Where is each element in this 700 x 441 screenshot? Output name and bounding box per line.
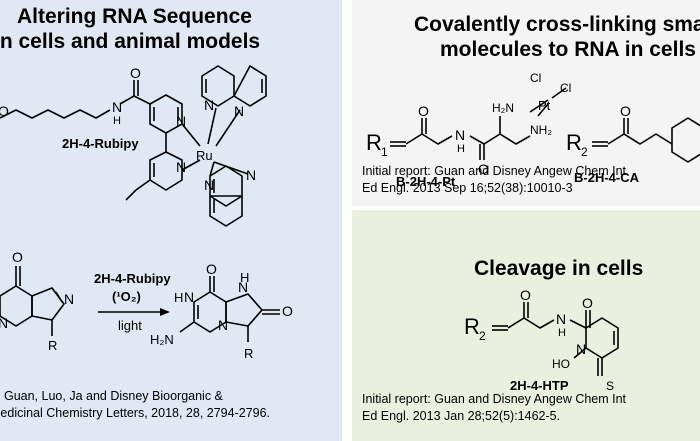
- pyridine-n-upper: N: [176, 113, 186, 129]
- bipy-n-top: N: [234, 103, 244, 119]
- alkyl-chain: [0, 109, 111, 119]
- label-2h-4-htp: 2H-4-HTP: [510, 378, 569, 393]
- left-citation-line2: Medicinal Chemistry Letters, 2018, 28, 2…: [0, 406, 271, 420]
- product-carbonyl-o: O: [206, 261, 217, 277]
- tr-citation-line2: Ed Engl. 2013 Sep 16;52(38):10010-3: [362, 181, 573, 195]
- product-amine: H₂N: [150, 332, 174, 347]
- br-structures: R 2 O N H O N HO S 2H-4-HTP: [464, 287, 619, 393]
- bipy-n-top-2: N: [204, 97, 214, 113]
- product-oxo-o: O: [282, 303, 293, 319]
- br-title: Cleavage in cells: [474, 257, 644, 280]
- pt-nh2: NH₂: [530, 123, 552, 137]
- reactant-n-ring: N: [0, 315, 8, 331]
- bipy-ring-d: [209, 195, 243, 227]
- bipy-ring-b: [233, 65, 267, 107]
- tr-structures: R 1 O N H O H₂N Pt Cl Cl NH₂ B-2H-4-Pt R…: [366, 71, 700, 189]
- amide-o: O: [130, 65, 141, 81]
- r2-subscript: 2: [581, 145, 588, 159]
- left-citation-line1: Guan, Luo, Ja and Disney Bioorganic &: [4, 389, 223, 403]
- br-citation-line2: Ed Engl. 2013 Jan 28;52(5):1462-5.: [362, 409, 561, 423]
- pt-chloride-2: Cl: [560, 81, 571, 95]
- left-title-line1: Altering RNA Sequence: [17, 5, 252, 28]
- ruthenium-label: Ru: [196, 148, 213, 163]
- reaction-reagent: 2H-4-Rubipy: [94, 271, 171, 286]
- pt-h2n-plus: H₂N: [492, 101, 514, 115]
- product-nh-h: H: [174, 290, 183, 305]
- pt-chloride-1: Cl: [530, 71, 541, 85]
- reactant-n-imidazole: N: [64, 291, 74, 307]
- tr-title-line1: Covalently cross-linking small: [414, 13, 700, 36]
- br-citation-line1: Initial report: Guan and Disney Angew Ch…: [362, 392, 627, 406]
- product-ring-n: N: [218, 317, 228, 333]
- panel-altering-rna: Altering RNA Sequence in cells and anima…: [0, 0, 342, 441]
- label-b-2h-4-ca: B-2H-4-CA: [574, 170, 640, 185]
- r1-subscript: 1: [381, 145, 388, 159]
- amide-h: H: [113, 115, 121, 127]
- reactant-r-group: R: [48, 338, 57, 353]
- bipy-n-bottom-2: N: [204, 177, 214, 193]
- pyridine-n-lower: N: [176, 159, 186, 175]
- tr-citation-line1: Initial report: Guan and Disney Angew Ch…: [362, 164, 627, 178]
- product-nh-imidazole-h: H: [240, 270, 249, 285]
- htp-carbonyl-o: O: [520, 287, 531, 303]
- amide-n: N: [112, 99, 122, 115]
- bipy-n-bottom: N: [246, 167, 256, 183]
- r1-label: R: [366, 130, 382, 155]
- panel-cross-linking: Covalently cross-linking small molecules…: [352, 0, 700, 206]
- br-r2-subscript: 2: [479, 329, 486, 343]
- product-nh-imidazole-n: N: [238, 279, 248, 295]
- ca-carbonyl-o: O: [620, 103, 631, 119]
- reaction-oxygen: (¹O₂): [112, 289, 141, 304]
- tr-title-line2: molecules to RNA in cells: [440, 38, 696, 61]
- compound-label-rubipy: 2H-4-Rubipy: [62, 136, 139, 151]
- reaction-condition: light: [118, 318, 142, 333]
- htp-amide-o: O: [582, 295, 593, 311]
- carbonyl-o-chain: O: [0, 103, 9, 119]
- htp-thione-s: S: [606, 379, 614, 393]
- imidazole-ring-reactant: [31, 287, 65, 321]
- htp-ring-n: N: [576, 341, 586, 357]
- htp-amide-n: N: [556, 311, 566, 327]
- left-title-line2: in cells and animal models: [0, 30, 261, 53]
- pt-amide-o: O: [478, 161, 489, 177]
- pt-amide-h: H: [457, 143, 465, 155]
- br-r2-label: R: [464, 314, 480, 339]
- product-r-group: R: [244, 346, 253, 361]
- htp-amide-h: H: [558, 327, 566, 339]
- imidazolone-ring-product: [225, 293, 263, 327]
- pt-metal: Pt: [538, 98, 551, 113]
- left-structures: O N H O N N Ru N N N N 2H-4-Rubipy O N N…: [0, 65, 293, 361]
- r2-label: R: [566, 130, 582, 155]
- label-b-2h-4-pt: B-2H-4-Pt: [396, 174, 456, 189]
- reaction-arrowhead: [160, 308, 170, 316]
- htp-hydroxyl: HO: [552, 357, 570, 371]
- product-nh-n: N: [184, 289, 194, 305]
- pt-amide-n: N: [455, 127, 465, 143]
- reactant-carbonyl-o: O: [12, 249, 23, 265]
- panel-cleavage: Cleavage in cells R 2 O N: [352, 210, 700, 441]
- pt-carbonyl-o: O: [418, 103, 429, 119]
